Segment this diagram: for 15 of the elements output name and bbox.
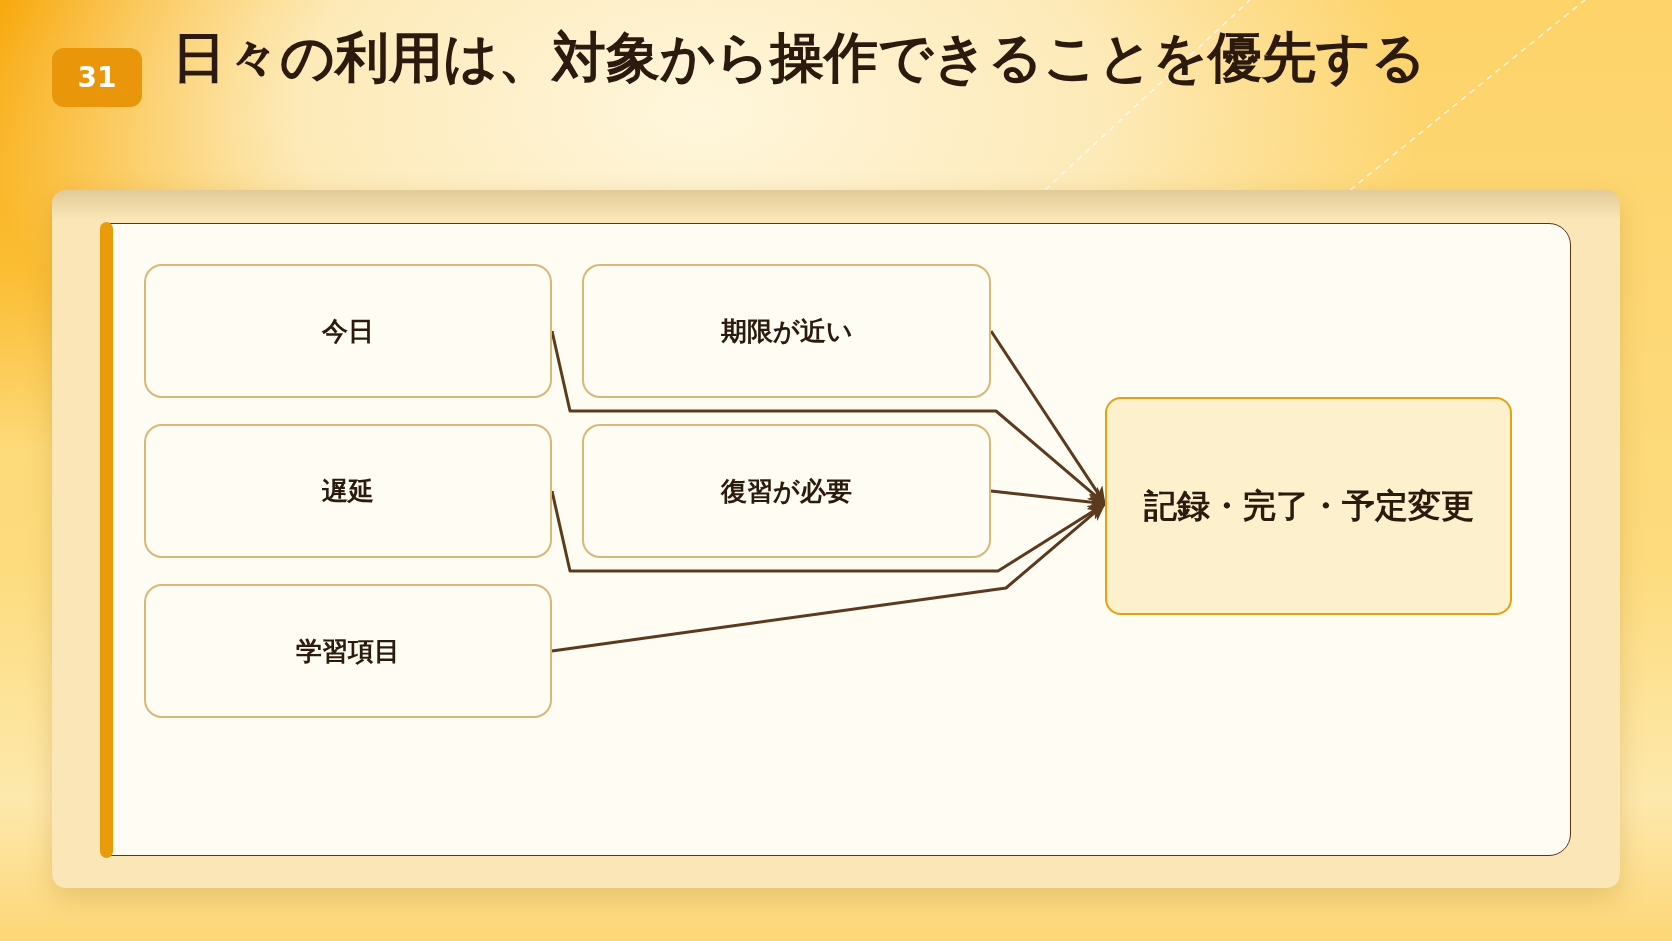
box-label: 記録・完了・予定変更 [1143,485,1474,527]
box-label: 学習項目 [296,634,400,668]
category-box [582,424,991,558]
box-label: 期限が近い [720,314,853,348]
category-box [144,584,552,718]
arrow [990,489,1106,510]
box-label: 復習が必要 [721,474,852,508]
category-box [582,264,991,398]
category-box [144,424,552,558]
box-label: 今日 [322,314,374,348]
category-box [144,264,552,398]
box-label: 遅延 [322,474,374,508]
slide-title: 日々の利用は、対象から操作できることを優先する [172,26,1426,91]
action-box [1105,397,1512,615]
page-number: 31 [52,48,142,107]
